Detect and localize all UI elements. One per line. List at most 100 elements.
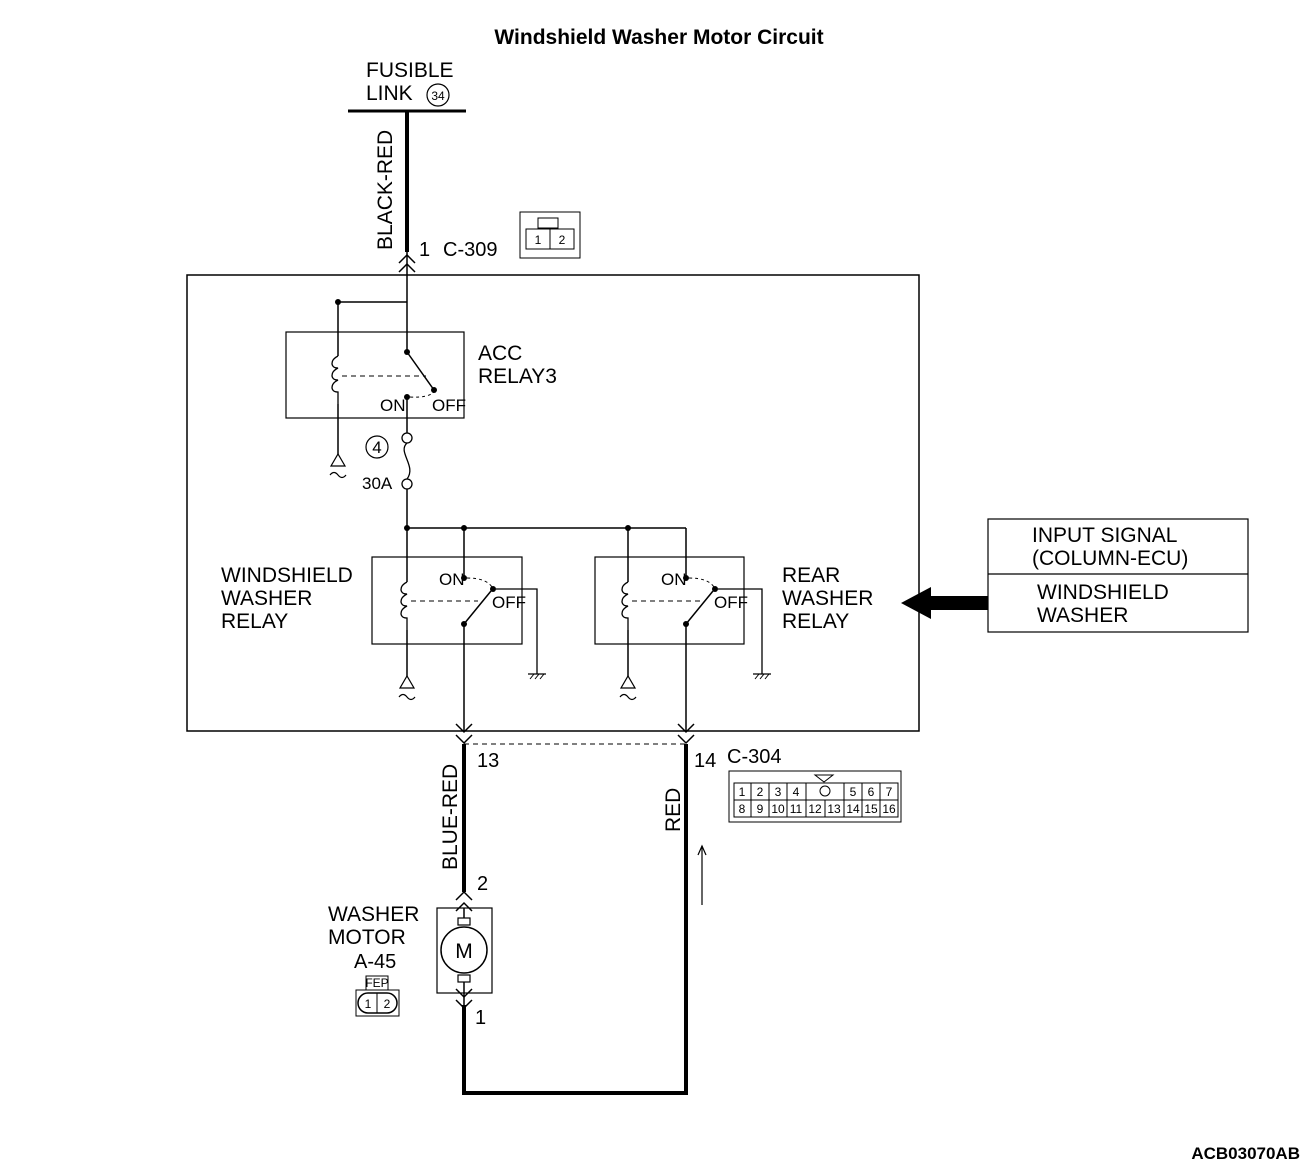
fusible-link-label-line2: LINK — [366, 82, 413, 105]
junction-block-box — [186, 274, 920, 732]
ws-relay-off-dot — [490, 586, 496, 592]
rear-relay-box — [594, 556, 745, 645]
ws-relay-off-label: OFF — [492, 593, 526, 612]
ws-relay-label-line2: WASHER — [221, 587, 312, 610]
c304-cell: 15 — [864, 802, 878, 816]
wire-blue-red-label: BLUE-RED — [439, 764, 462, 870]
motor-connector-name: A-45 — [354, 951, 396, 973]
c304-icon-blank-cell — [819, 785, 831, 797]
input-signal-outline — [987, 518, 1249, 633]
c304-icon-outer — [728, 770, 902, 823]
motor-brush-bottom — [457, 974, 471, 983]
ws-relay-arc — [466, 577, 493, 588]
current-direction-arrow-icon — [697, 844, 707, 905]
motor-brush-top — [457, 917, 471, 926]
washer-motor: 2 M 1 WASHER MOTOR A-45 FEP 1 2 — [328, 873, 493, 1029]
motor-arrow-bottom-b — [455, 999, 473, 1010]
c304-cell: 4 — [793, 785, 800, 799]
rear-relay-arc — [688, 577, 715, 588]
input-signal-header-line1: INPUT SIGNAL — [1032, 524, 1177, 547]
ws-relay-on-dot — [461, 575, 467, 581]
rear-relay-label-line3: RELAY — [782, 610, 849, 633]
c304-arrow-14-b — [677, 734, 695, 745]
motor-symbol: M — [455, 940, 473, 963]
ground-symbol-rear — [619, 674, 637, 701]
motor-pin-bottom: 1 — [475, 1007, 486, 1029]
rear-relay-label-line2: WASHER — [782, 587, 873, 610]
rear-washer-relay: ON OFF REAR WASHER RELAY — [594, 556, 873, 680]
c304-arrow-13-a — [455, 723, 473, 734]
diagram-title: Windshield Washer Motor Circuit — [494, 26, 823, 49]
motor-arrow-bottom-a — [455, 988, 473, 999]
a45-cell-2: 2 — [384, 997, 391, 1011]
wire-black-red-label: BLACK-RED — [374, 130, 397, 250]
c304-cell: 16 — [882, 802, 896, 816]
windshield-washer-relay: ON OFF WINDSHIELD WASHER RELAY — [221, 556, 546, 680]
rear-relay-on-label: ON — [661, 570, 687, 589]
acc-relay-on-label: ON — [380, 396, 406, 415]
c309-name: C-309 — [443, 239, 497, 261]
c304-cell: 3 — [775, 785, 782, 799]
rear-relay-label-line1: REAR — [782, 564, 840, 587]
acc-relay: ON OFF ACC RELAY3 — [285, 331, 557, 419]
ws-relay-switch-blade — [463, 590, 492, 625]
acc-relay-arc — [409, 391, 435, 398]
c304-icon-key — [813, 774, 835, 783]
ws-relay-box — [371, 556, 523, 645]
wire-red — [462, 744, 688, 1095]
ws-relay-label-line1: WINDSHIELD — [221, 564, 353, 587]
c304-cell: 5 — [850, 785, 857, 799]
c304-pin-14: 14 — [694, 750, 716, 772]
rear-relay-on-dot — [683, 575, 689, 581]
acc-relay-off-label: OFF — [432, 396, 466, 415]
fuse-terminal-top — [401, 432, 413, 444]
c304-cell: 8 — [739, 802, 746, 816]
a45-connector-label: FEP — [365, 976, 388, 990]
input-signal-arrow-icon — [901, 587, 988, 619]
c304-arrow-14-a — [677, 723, 695, 734]
ground-symbol-ws — [398, 674, 416, 701]
ws-relay-coil-icon — [400, 581, 408, 630]
fuse-number-circle — [365, 435, 389, 459]
c304-cell: 2 — [757, 785, 764, 799]
rear-relay-off-ground-icon — [753, 673, 771, 680]
c304-cell: 11 — [790, 802, 803, 816]
connector-c309: 1 C-309 1 2 — [419, 211, 581, 261]
wire-red-label: RED — [662, 788, 685, 832]
rear-relay-coil-icon — [621, 581, 629, 630]
fusible-link-number-circle — [426, 83, 450, 107]
fusible-link: FUSIBLE LINK 34 — [348, 59, 466, 113]
input-signal-header-line2: (COLUMN-ECU) — [1032, 547, 1188, 570]
c304-cell: 12 — [808, 802, 822, 816]
c304-cell: 7 — [886, 785, 893, 799]
fuse-terminal-bottom — [401, 478, 413, 490]
fuse: 4 30A — [362, 432, 413, 493]
acc-relay-label-line2: RELAY3 — [478, 365, 557, 388]
motor-icon — [440, 926, 488, 974]
fuse-number: 4 — [372, 438, 381, 457]
c304-pin-13: 13 — [477, 750, 499, 772]
rear-relay-off-ground-wire — [718, 588, 763, 674]
acc-relay-switch-blade — [406, 351, 435, 391]
motor-arrow-top-a — [455, 890, 473, 901]
c309-cell-1: 1 — [535, 233, 542, 247]
a45-cell-1: 1 — [365, 997, 372, 1011]
c304-cell: 14 — [846, 802, 860, 816]
c304-cell: 9 — [757, 802, 764, 816]
motor-label-line2: MOTOR — [328, 926, 406, 949]
ws-relay-off-ground-icon — [528, 673, 546, 680]
c309-icon-tab — [537, 217, 559, 229]
ws-relay-off-ground-wire — [496, 588, 538, 674]
ws-relay-on-label: ON — [439, 570, 465, 589]
motor-label-line1: WASHER — [328, 903, 419, 926]
c304-cell: 1 — [739, 785, 746, 799]
input-signal-value-line2: WASHER — [1037, 604, 1128, 627]
input-signal-value-line1: WINDSHIELD — [1037, 581, 1169, 604]
fusible-link-number: 34 — [431, 89, 445, 103]
motor-pin-top: 2 — [477, 873, 488, 895]
fusible-link-label-line1: FUSIBLE — [366, 59, 454, 82]
fuse-element-icon — [403, 442, 411, 480]
c304-cell: 13 — [827, 802, 841, 816]
c304-name: C-304 — [727, 746, 781, 768]
